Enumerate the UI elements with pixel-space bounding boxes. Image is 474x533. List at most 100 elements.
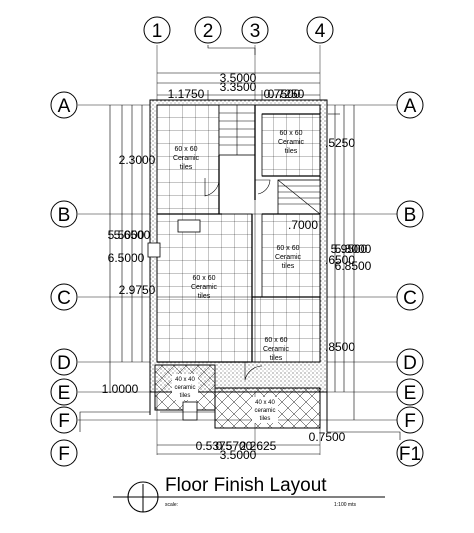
svg-text:C: C	[403, 288, 417, 309]
dim-top-right-seg-overlap: 0.7250	[268, 87, 305, 101]
dim-right-upper: .5250	[325, 136, 355, 150]
svg-text:Ceramic: Ceramic	[275, 254, 302, 261]
stair	[218, 104, 256, 156]
dim-top-overall: 3.5000	[220, 71, 257, 85]
svg-text:ceramic: ceramic	[174, 385, 195, 391]
dim-bottom-seg-3: 2.2625	[240, 439, 277, 453]
dim-left-a-b: 2.3000	[119, 153, 156, 167]
svg-text:4: 4	[315, 21, 326, 42]
grid-bubble-row-e-right: E	[396, 378, 424, 406]
dim-left-d-e: 1.0000	[102, 382, 139, 396]
dim-left-overall-1: 5.5000	[108, 228, 145, 242]
tile-area-upper-left	[156, 104, 220, 215]
svg-text:60 x 60: 60 x 60	[277, 245, 300, 252]
svg-text:D: D	[403, 353, 417, 374]
room-finish-label: 60 x 60 Ceramic tiles	[275, 245, 302, 270]
tile-area-right-mid	[261, 213, 321, 298]
dim-right-overall-1: 5.9500	[331, 242, 368, 256]
svg-text:60 x 60: 60 x 60	[193, 275, 216, 282]
svg-text:A: A	[58, 96, 71, 117]
grid-bubble-row-f-left: F	[50, 406, 78, 434]
grid-bubble-col-3: 3	[241, 16, 269, 44]
svg-text:60 x 60: 60 x 60	[175, 146, 198, 153]
dim-left-overall-2: 5.6500	[114, 228, 151, 242]
grid-bubble-row-d-right: D	[396, 348, 424, 376]
grid-bubble-row-c-right: C	[396, 283, 424, 311]
svg-text:40 x 40: 40 x 40	[175, 377, 195, 383]
grid-bubble-row-b-right: B	[396, 200, 424, 228]
grid-bubble-col-4: 4	[306, 16, 334, 44]
room-finish-label: 40 x 40 ceramic tiles	[252, 397, 278, 423]
svg-text:Ceramic: Ceramic	[173, 155, 200, 162]
tile-area-living	[156, 213, 253, 363]
dim-bottom-right-seg: 0.7500	[309, 430, 346, 444]
scale-value: 1:100 mts	[334, 502, 356, 508]
svg-text:60 x 60: 60 x 60	[280, 130, 303, 137]
svg-text:F: F	[58, 411, 70, 432]
svg-text:tiles: tiles	[180, 164, 193, 171]
grid-bubble-row-f-lower-left: F	[50, 439, 78, 467]
dim-left-overall: 6.5000	[108, 251, 145, 265]
svg-text:F: F	[58, 444, 70, 465]
grid-bubble-row-b-left: B	[50, 200, 78, 228]
svg-text:D: D	[57, 353, 71, 374]
svg-text:tiles: tiles	[270, 355, 283, 362]
svg-text:Ceramic: Ceramic	[191, 284, 218, 291]
tile-area-right-top	[261, 113, 321, 177]
room-finish-label: 60 x 60 Ceramic tiles	[278, 130, 305, 155]
grid-bubble-col-2: 2	[194, 16, 222, 44]
title-block: Floor Finish Layout scale: 1:100 mts	[113, 475, 385, 513]
svg-text:1: 1	[152, 21, 163, 42]
svg-text:40 x 40: 40 x 40	[255, 400, 275, 406]
dim-right-overall: 6.8500	[335, 259, 372, 273]
svg-text:tiles: tiles	[260, 416, 271, 422]
dim-right-b-c: .6500	[325, 253, 355, 267]
svg-text:tiles: tiles	[282, 263, 295, 270]
dim-top-left-seg: 1.1750	[168, 87, 205, 101]
dim-right-mid: .7000	[288, 218, 318, 232]
svg-text:F: F	[404, 411, 416, 432]
dim-bottom-seg-1: 0.5375	[196, 439, 233, 453]
grid-bubble-row-a-right: A	[396, 91, 424, 119]
dim-bottom-overall: 3.5000	[220, 448, 257, 462]
svg-text:tiles: tiles	[180, 393, 191, 399]
grid-bubble-row-a-left: A	[50, 91, 78, 119]
grid-bubble-row-d-left: D	[50, 348, 78, 376]
tile-area-right-bottom	[251, 296, 321, 363]
svg-text:E: E	[58, 383, 71, 404]
svg-text:3: 3	[250, 21, 261, 42]
dim-right-overall-2: 5.8000	[335, 242, 372, 256]
svg-text:B: B	[58, 205, 71, 226]
small-stair	[277, 179, 321, 215]
door-swing	[244, 362, 263, 381]
grid-bubble-col-1: 1	[143, 16, 171, 44]
room-finish-label: 60 x 60 Ceramic tiles	[173, 146, 200, 171]
svg-text:F1: F1	[399, 444, 421, 465]
svg-text:E: E	[404, 383, 417, 404]
drawing-title: Floor Finish Layout	[165, 475, 327, 496]
dim-right-lower: .8500	[325, 340, 355, 354]
kitchen-counter	[177, 219, 201, 233]
scale-label: scale:	[165, 502, 178, 508]
svg-text:C: C	[57, 288, 71, 309]
svg-text:Ceramic: Ceramic	[263, 346, 290, 353]
room-finish-label: 60 x 60 Ceramic tiles	[191, 275, 218, 300]
grid-bubble-row-f-right: F	[396, 406, 424, 434]
svg-text:60 x 60: 60 x 60	[265, 337, 288, 344]
svg-text:tiles: tiles	[285, 148, 298, 155]
svg-text:Ceramic: Ceramic	[278, 139, 305, 146]
svg-text:ceramic: ceramic	[254, 408, 275, 414]
grid-bubble-row-c-left: C	[50, 283, 78, 311]
dim-bottom-seg-2: 0.5700	[216, 439, 253, 453]
sink	[147, 242, 161, 258]
door-swing	[255, 179, 271, 195]
door-swing	[204, 178, 220, 197]
svg-text:tiles: tiles	[198, 293, 211, 300]
svg-text:2: 2	[203, 21, 214, 42]
grid-bubble-row-f1-right: F1	[396, 439, 424, 467]
room-finish-label: 40 x 40 ceramic tiles	[172, 374, 198, 400]
dim-left-b-d: 2.9750	[119, 283, 156, 297]
porch-step	[182, 401, 198, 421]
room-finish-label: 60 x 60 Ceramic tiles	[263, 337, 290, 362]
